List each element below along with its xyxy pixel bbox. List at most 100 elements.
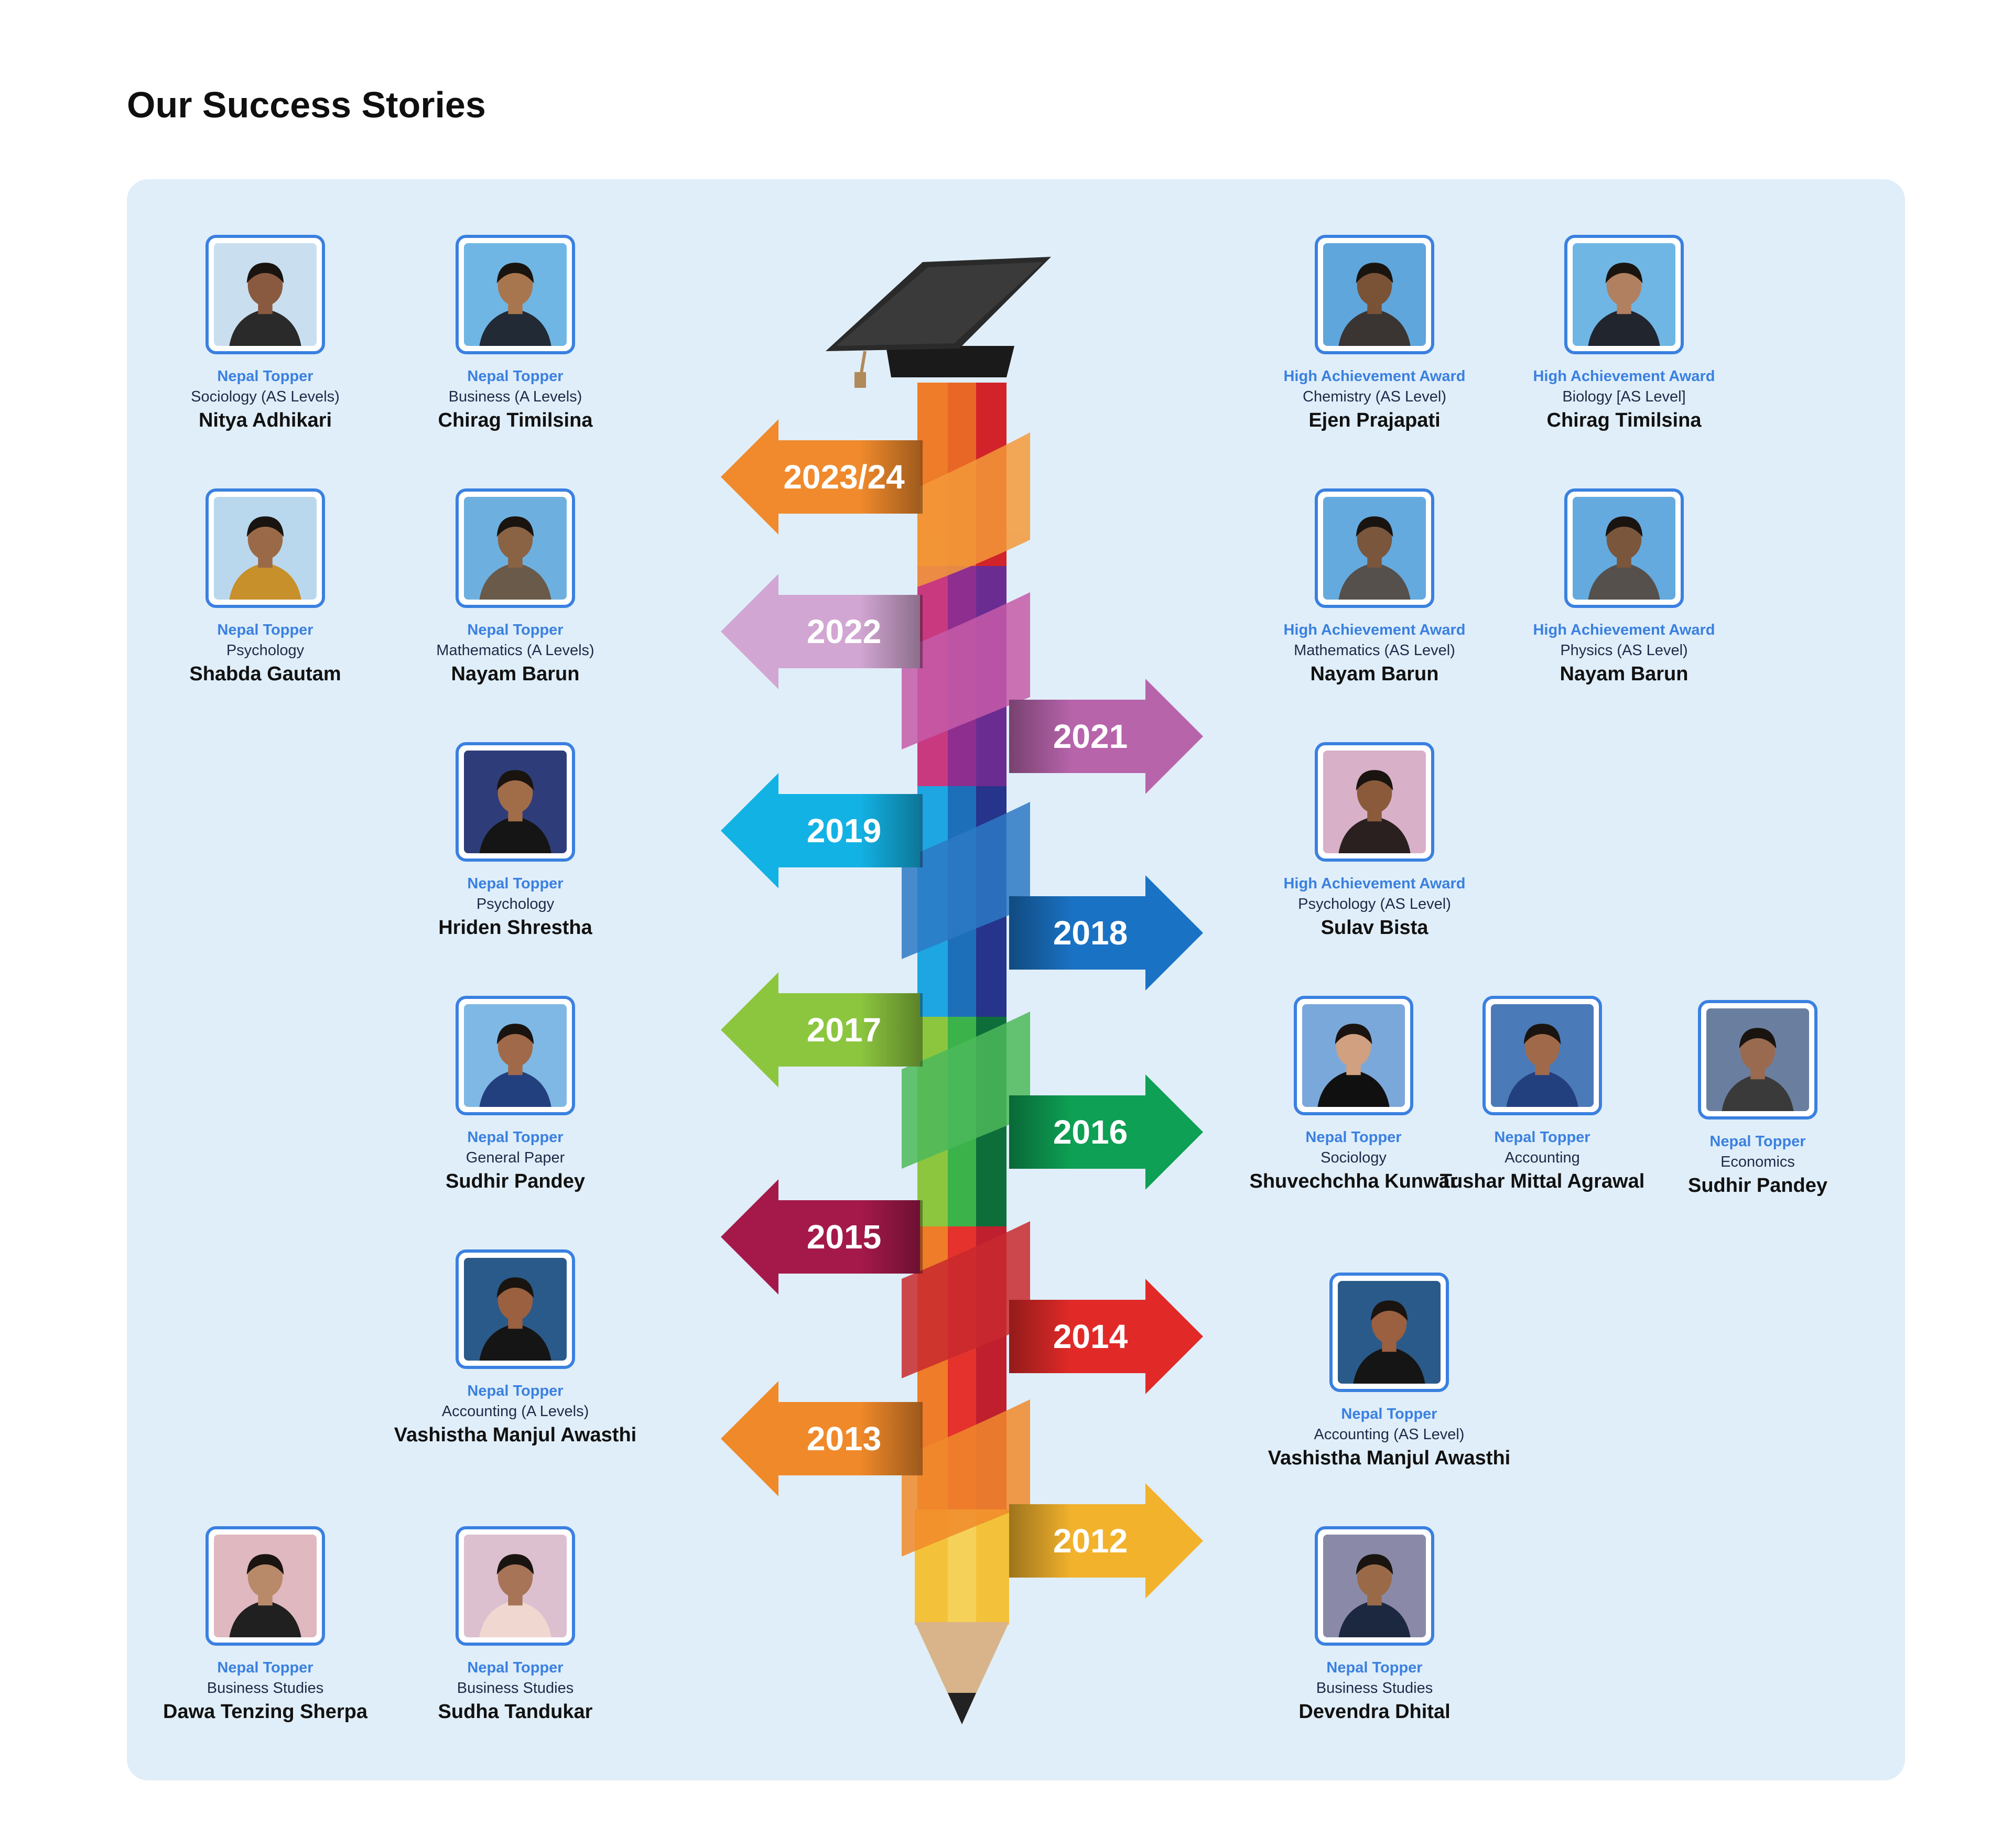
subject-label: Chemistry (AS Level) [1303, 388, 1446, 405]
student-name: Tushar Mittal Agrawal [1440, 1170, 1645, 1192]
avatar [1323, 751, 1426, 853]
avatar [214, 243, 317, 346]
student-name: Nayam Barun [1310, 663, 1439, 685]
subject-label: General Paper [466, 1149, 565, 1166]
page-title: Our Success Stories [127, 84, 486, 125]
subject-label: Psychology [476, 896, 555, 912]
subject-label: Business Studies [457, 1680, 574, 1697]
student-photo [1315, 1526, 1434, 1646]
subject-label: Accounting (A Levels) [441, 1403, 589, 1420]
avatar [464, 497, 567, 600]
avatar [1338, 1281, 1441, 1384]
student-name: Nitya Adhikari [198, 409, 332, 431]
student-name: Dawa Tenzing Sherpa [163, 1701, 367, 1723]
avatar [1302, 1004, 1405, 1107]
student-photo [205, 235, 325, 354]
student-name: Vashistha Manjul Awasthi [1268, 1447, 1511, 1469]
student-photo [1315, 235, 1434, 354]
avatar [464, 1004, 567, 1107]
student-name: Devendra Dhital [1298, 1701, 1451, 1723]
award-label: Nepal Topper [467, 368, 564, 385]
student-photo [456, 742, 575, 862]
student-photo [456, 488, 575, 608]
award-label: High Achievement Award [1283, 622, 1466, 638]
student-photo [1329, 1273, 1449, 1392]
subject-label: Accounting (AS Level) [1314, 1426, 1465, 1443]
award-label: Nepal Topper [1709, 1133, 1806, 1150]
student-name: Ejen Prajapati [1308, 409, 1441, 431]
avatar [1323, 1535, 1426, 1637]
student-name: Hriden Shrestha [438, 917, 592, 939]
student-photo [1482, 996, 1602, 1115]
student-name: Sudha Tandukar [438, 1701, 593, 1723]
avatar [214, 497, 317, 600]
student-photo [1564, 235, 1684, 354]
subject-label: Mathematics (A Levels) [436, 642, 594, 659]
student-photo [456, 235, 575, 354]
student-photo [1698, 1000, 1817, 1119]
avatar [464, 243, 567, 346]
award-label: Nepal Topper [1326, 1659, 1423, 1676]
avatar [1573, 243, 1675, 346]
award-label: Nepal Topper [467, 875, 564, 892]
student-name: Sudhir Pandey [1687, 1175, 1828, 1197]
award-label: Nepal Topper [1494, 1129, 1590, 1146]
student-photo [1294, 996, 1413, 1115]
subject-label: Business Studies [207, 1680, 324, 1697]
subject-label: Sociology (AS Levels) [191, 388, 340, 405]
student-name: Sulav Bista [1321, 917, 1428, 939]
student-name: Nayam Barun [451, 663, 580, 685]
award-label: Nepal Topper [467, 1659, 564, 1676]
award-label: High Achievement Award [1283, 875, 1466, 892]
subject-label: Business Studies [1316, 1680, 1433, 1697]
award-label: Nepal Topper [467, 1129, 564, 1146]
award-label: Nepal Topper [467, 622, 564, 638]
award-label: Nepal Topper [1341, 1406, 1437, 1422]
avatar [464, 1258, 567, 1361]
subject-label: Economics [1720, 1154, 1795, 1170]
subject-label: Psychology [226, 642, 305, 659]
student-name: Shuvechchha Kunwar [1249, 1170, 1458, 1192]
avatar [214, 1535, 317, 1637]
avatar [1323, 243, 1426, 346]
avatar [464, 1535, 567, 1637]
student-name: Chirag Timilsina [1546, 409, 1702, 431]
award-label: Nepal Topper [1305, 1129, 1402, 1146]
award-label: Nepal Topper [217, 1659, 313, 1676]
award-label: Nepal Topper [467, 1383, 564, 1399]
award-label: High Achievement Award [1533, 622, 1715, 638]
avatar [1323, 497, 1426, 600]
student-photo [205, 488, 325, 608]
avatar [464, 751, 567, 853]
award-label: High Achievement Award [1533, 368, 1715, 385]
avatar [1491, 1004, 1594, 1107]
student-photo [1315, 488, 1434, 608]
award-label: High Achievement Award [1283, 368, 1466, 385]
avatar [1706, 1008, 1809, 1111]
student-photo [1315, 742, 1434, 862]
award-label: Nepal Topper [217, 622, 313, 638]
subject-label: Biology [AS Level] [1562, 388, 1686, 405]
student-photo [205, 1526, 325, 1646]
student-photo [456, 996, 575, 1115]
subject-label: Psychology (AS Level) [1298, 896, 1451, 912]
subject-label: Physics (AS Level) [1560, 642, 1688, 659]
award-label: Nepal Topper [217, 368, 313, 385]
subject-label: Mathematics (AS Level) [1294, 642, 1455, 659]
